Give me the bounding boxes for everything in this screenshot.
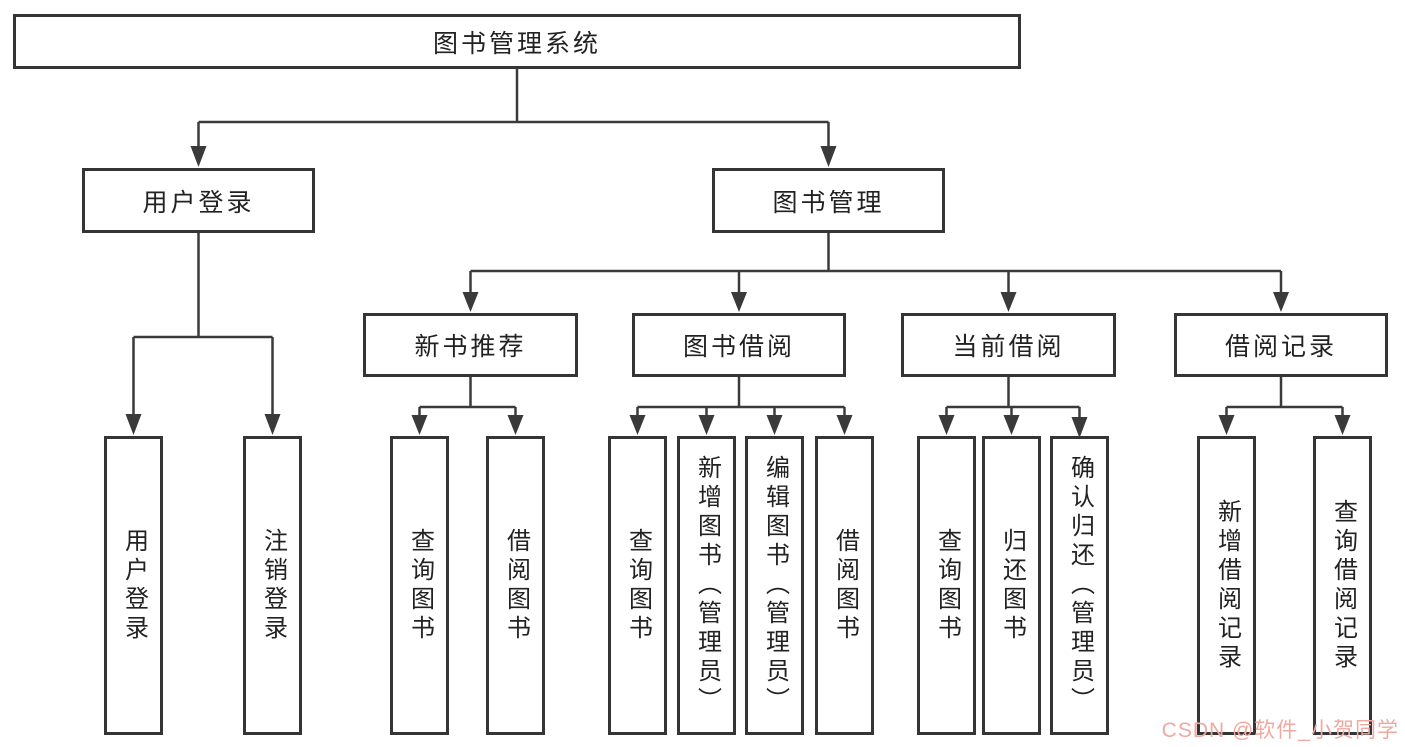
node-book-management: 图书管理	[712, 168, 945, 233]
arrowhead	[1273, 292, 1289, 312]
node-label: 查询借阅记录	[1329, 498, 1357, 673]
node-leaf-confirm-return-admin: 确认归还（管理员）	[1050, 436, 1109, 735]
node-leaf-add-books-admin: 新增图书（管理员）	[677, 436, 736, 735]
node-label: 借阅记录	[1224, 333, 1337, 361]
arrowhead	[1003, 415, 1020, 435]
node-label: 注销登录	[259, 527, 287, 644]
node-leaf-edit-books-admin: 编辑图书（管理员）	[745, 436, 804, 735]
arrowhead	[836, 415, 853, 435]
arrowhead	[938, 415, 955, 435]
node-leaf-logout: 注销登录	[243, 436, 302, 735]
arrowhead	[264, 414, 281, 435]
arrowhead	[190, 146, 207, 167]
arrowhead	[766, 415, 783, 435]
node-leaf-query-books: 查询图书	[917, 436, 976, 735]
arrowhead	[1000, 292, 1017, 312]
arrowhead	[462, 292, 479, 312]
node-label: 图书管理	[772, 188, 885, 217]
arrowhead	[1218, 415, 1235, 435]
node-label: 借阅图书	[831, 527, 859, 644]
node-label: 借阅图书	[502, 527, 530, 644]
arrowhead	[629, 415, 646, 435]
arrowhead	[411, 415, 428, 435]
node-leaf-add-borrow-record: 新增借阅记录	[1197, 436, 1256, 735]
node-label: 新增图书（管理员）	[693, 455, 721, 716]
node-leaf-query-books: 查询图书	[608, 436, 667, 735]
node-borrow-records: 借阅记录	[1174, 313, 1388, 377]
node-label: 查询图书	[406, 527, 434, 644]
arrowhead	[731, 292, 747, 312]
node-new-book-recommend: 新书推荐	[363, 313, 578, 377]
node-label: 新增借阅记录	[1213, 498, 1241, 673]
node-user-login: 用户登录	[82, 168, 315, 233]
node-label: 图书管理系统	[432, 29, 601, 58]
arrowhead	[125, 414, 142, 435]
node-leaf-return-books: 归还图书	[982, 436, 1041, 735]
node-leaf-query-books: 查询图书	[390, 436, 449, 735]
node-label: 图书借阅	[682, 333, 795, 361]
node-label: 确认归还（管理员）	[1066, 455, 1094, 716]
node-label: 用户登录	[120, 527, 148, 644]
arrowhead	[820, 146, 837, 167]
node-label: 用户登录	[142, 188, 255, 217]
node-book-borrow: 图书借阅	[632, 313, 846, 377]
node-leaf-query-borrow-record: 查询借阅记录	[1313, 436, 1372, 735]
node-label: 新书推荐	[414, 333, 527, 361]
node-leaf-user-login: 用户登录	[104, 436, 163, 735]
node-label: 查询图书	[624, 527, 652, 644]
node-leaf-borrow-books: 借阅图书	[486, 436, 545, 735]
arrowhead	[1071, 417, 1088, 438]
node-label: 编辑图书（管理员）	[761, 455, 789, 716]
arrowhead	[507, 415, 524, 435]
node-label: 查询图书	[933, 527, 961, 644]
node-leaf-borrow-books: 借阅图书	[815, 436, 874, 735]
csdn-watermark: CSDN @软件_小贺同学	[1161, 719, 1399, 742]
node-label: 归还图书	[998, 527, 1026, 644]
arrowhead	[1334, 415, 1351, 435]
node-label: 当前借阅	[952, 333, 1065, 361]
node-current-borrow: 当前借阅	[901, 313, 1116, 377]
arrowhead	[698, 415, 715, 435]
node-root-system: 图书管理系统	[13, 14, 1021, 69]
